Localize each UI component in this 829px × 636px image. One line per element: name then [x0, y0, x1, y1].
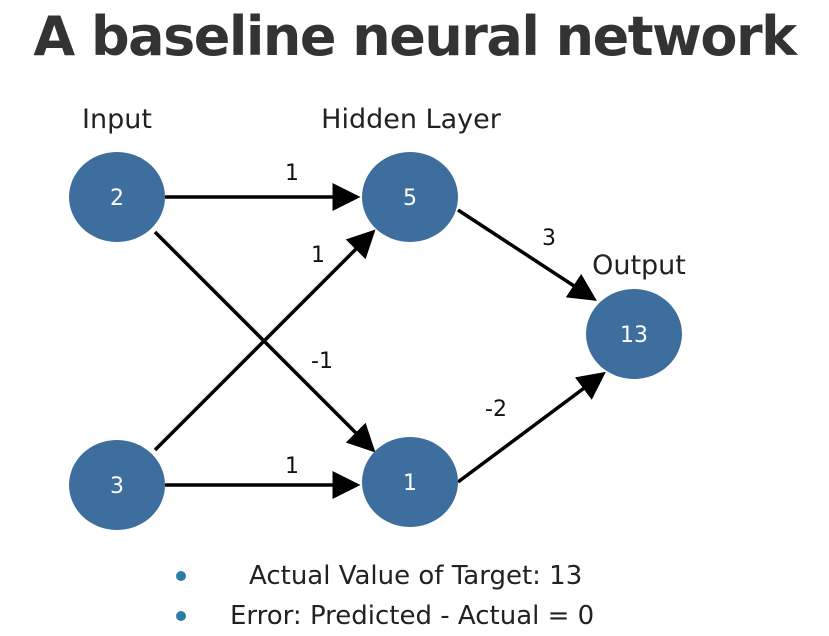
bullet-text: Error: Predicted - Actual = 0: [230, 601, 595, 631]
bullet-dot-icon: [176, 571, 186, 581]
weight-hidden-2-to-output: -2: [485, 397, 507, 422]
weight-input-1-to-hidden-1: 1: [285, 161, 299, 186]
weight-input-2-to-hidden-1: 1: [311, 243, 325, 268]
hidden-node-1-value: 5: [403, 186, 417, 211]
input-node-1-value: 2: [110, 186, 124, 211]
hidden-node-1: [362, 152, 458, 242]
hidden-node-2-value: 1: [403, 471, 417, 496]
edge-hidden-1-to-output: [457, 208, 597, 301]
input-node-1: [69, 152, 165, 242]
edge-hidden-2-to-output: [456, 371, 606, 484]
input-node-2-value: 3: [110, 474, 124, 499]
output-layer-label: Output: [592, 250, 686, 281]
edge-input-1-to-hidden-2: [153, 230, 376, 453]
bullet-list: Actual Value of Target: 13 Error: Predic…: [0, 556, 829, 636]
output-node: [586, 289, 682, 379]
hidden-layer-label: Hidden Layer: [321, 104, 502, 135]
weight-hidden-1-to-output: 3: [542, 226, 556, 251]
weight-input-2-to-hidden-2: 1: [285, 454, 299, 479]
bullet-text: Actual Value of Target: 13: [249, 561, 583, 591]
bullet-item: Error: Predicted - Actual = 0: [0, 596, 829, 636]
bullet-dot-icon: [176, 611, 186, 621]
input-node-2: [69, 440, 165, 530]
slide-title: A baseline neural network: [33, 5, 797, 68]
network-diagram: Input Hidden Layer Output 1 1 -1 1 3 -2 …: [69, 104, 686, 530]
weight-input-1-to-hidden-2: -1: [311, 349, 333, 374]
bullet-item: Actual Value of Target: 13: [0, 556, 829, 596]
input-layer-label: Input: [82, 104, 152, 135]
output-node-value: 13: [620, 323, 648, 348]
hidden-node-2: [362, 437, 458, 527]
